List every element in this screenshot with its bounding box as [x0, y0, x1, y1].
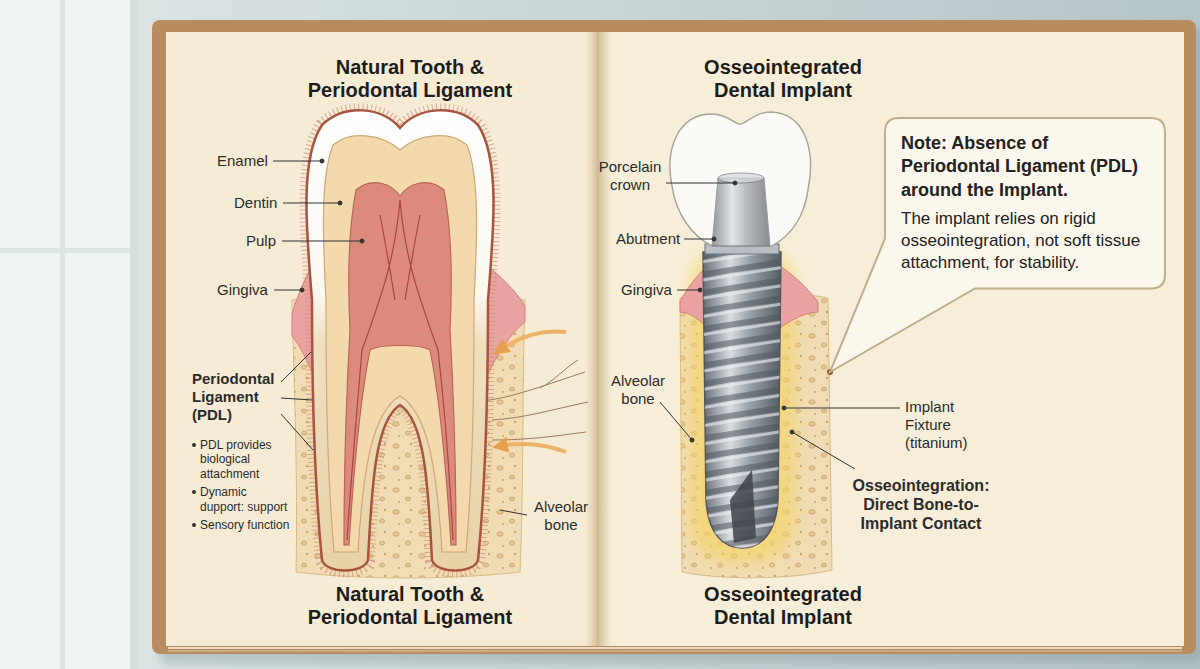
leader-lines — [273, 159, 527, 515]
window-frame — [130, 0, 138, 669]
page-edge — [168, 651, 1182, 652]
part-label: Abutment — [616, 230, 686, 248]
part-label: Alveolar bone — [530, 498, 592, 534]
nerve-fibers — [490, 360, 588, 440]
part-label: Osseointegration: Direct Bone-to-Implant… — [846, 476, 996, 534]
part-label: Enamel — [217, 152, 277, 170]
leader-line — [500, 510, 527, 515]
book-spine — [598, 32, 599, 646]
bullet-note: PDL provides biological attachment — [200, 438, 290, 481]
highlight-arrow — [500, 331, 566, 350]
book-page — [598, 32, 1184, 646]
part-label: Gingiva — [217, 281, 277, 299]
bullet-note: Dynamic dupport: support — [200, 485, 290, 514]
leader-dot — [300, 288, 304, 292]
osseointegration-zone — [690, 246, 794, 562]
leader-dot — [733, 181, 737, 185]
book-spine — [584, 32, 612, 646]
leader-line — [792, 432, 855, 469]
highlight-arrow — [500, 444, 566, 452]
part-label: Alveolar bone — [606, 372, 670, 408]
leader-line — [666, 183, 735, 184]
callout-outline — [830, 118, 1165, 372]
leader-line — [660, 402, 692, 440]
leader-line — [273, 161, 322, 162]
page-heading: Osseointegrated Dental Implant — [683, 56, 883, 102]
leader-dot — [360, 239, 364, 243]
callout-heading: Note: Absence of Periodontal Ligament (P… — [901, 132, 1149, 202]
leader-line — [281, 414, 313, 450]
leader-line — [281, 352, 311, 382]
leader-dot — [698, 288, 702, 292]
part-label: Gingiva — [621, 281, 677, 299]
pulp — [344, 183, 456, 545]
porcelain-crown — [670, 112, 811, 246]
cutting-groove — [730, 470, 756, 543]
leader-dot — [320, 159, 324, 163]
leader-line — [784, 408, 900, 409]
leader-line — [283, 203, 340, 204]
page-heading: Osseointegrated Dental Implant — [683, 583, 883, 629]
window — [0, 0, 134, 669]
leader-line — [282, 241, 362, 242]
implant-threads — [703, 252, 781, 548]
implant-fixture — [703, 252, 781, 548]
leader-dot — [712, 237, 716, 241]
part-label: Pulp — [246, 232, 286, 250]
leader-dot — [690, 438, 694, 442]
book-cover — [152, 20, 1196, 654]
dentin — [323, 136, 476, 552]
page-edge — [168, 647, 1182, 649]
enamel — [306, 110, 493, 570]
part-label: Implant Fixture (titanium) — [905, 398, 981, 452]
part-label: Dentin — [234, 194, 294, 212]
leader-line — [684, 239, 714, 240]
book-shadow — [160, 28, 1200, 664]
window-frame — [60, 0, 65, 669]
leader-line — [281, 398, 312, 400]
leader-dot — [782, 406, 786, 410]
abutment — [712, 178, 770, 246]
callout-body: The implant relies on rigid osseointegra… — [901, 208, 1149, 274]
leader-dot — [790, 430, 794, 434]
leader-line — [274, 290, 302, 291]
book-page — [166, 32, 598, 646]
bullet-note: Sensory function — [200, 518, 290, 532]
page-heading: Natural Tooth & Periodontal Ligament — [292, 583, 528, 629]
part-label: Porcelain crown — [590, 158, 670, 194]
part-label: Periodontal Ligament (PDL) — [192, 370, 287, 424]
window-frame — [0, 248, 134, 253]
leader-dot — [338, 201, 342, 205]
abutment-top — [718, 173, 764, 183]
pdl-fibers — [306, 110, 493, 570]
pulp-vessels — [347, 200, 453, 540]
leader-line — [677, 290, 700, 291]
page-heading: Natural Tooth & Periodontal Ligament — [292, 56, 528, 102]
callout-box: Note: Absence of Periodontal Ligament (P… — [885, 118, 1165, 288]
